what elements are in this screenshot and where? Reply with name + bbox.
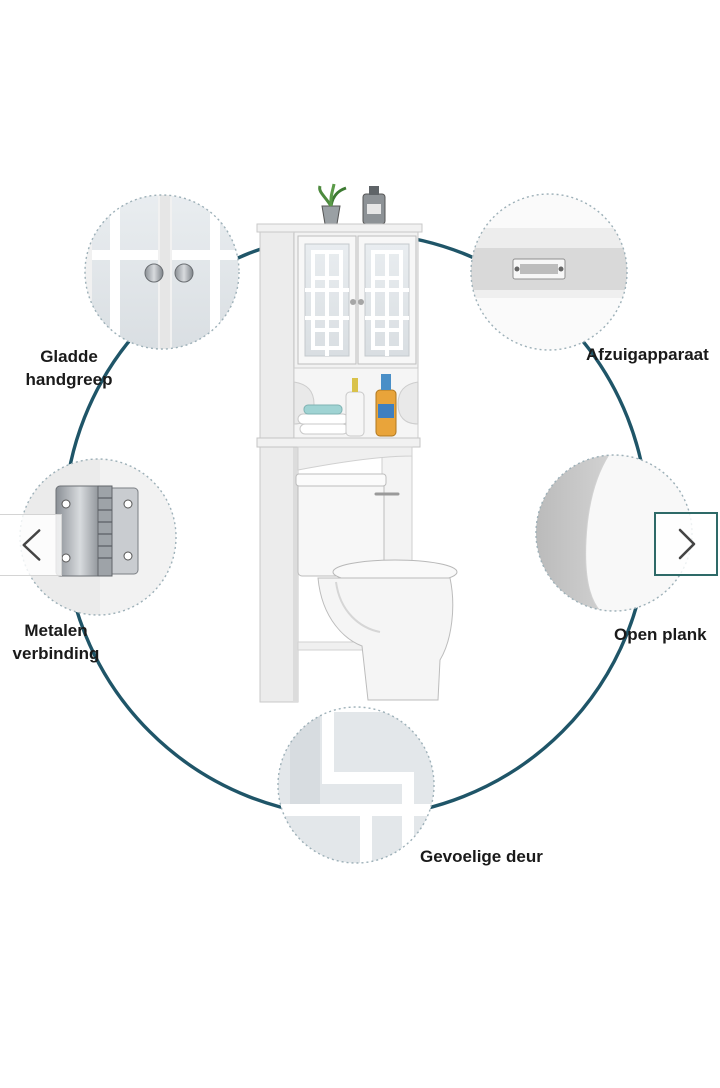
feature-label-afzuigapparaat: Afzuigapparaat <box>586 345 709 364</box>
plant-decoration <box>318 183 347 225</box>
feature-label-gevoelige-deur: Gevoelige deur <box>420 847 543 866</box>
toilet <box>295 473 458 701</box>
dispenser-decoration <box>362 186 386 225</box>
detail-circle-suction <box>470 193 628 351</box>
cabinet-door-left <box>297 235 357 365</box>
bottles-decoration <box>345 374 397 437</box>
carousel-next-button[interactable] <box>654 512 718 576</box>
cabinet-door-right <box>357 235 417 365</box>
detail-circle-handle <box>84 194 240 350</box>
feature-label-metalen-verbinding: Metalen verbinding <box>12 621 100 663</box>
towels-decoration <box>297 404 349 435</box>
detail-circle-door <box>277 706 435 864</box>
feature-label-open-plank: Open plank <box>614 625 707 644</box>
chevron-left-icon <box>22 529 41 561</box>
carousel-prev-button[interactable] <box>0 514 62 576</box>
feature-label-gladde-handgreep: Gladde handgreep <box>25 347 113 389</box>
chevron-right-icon <box>678 528 696 560</box>
